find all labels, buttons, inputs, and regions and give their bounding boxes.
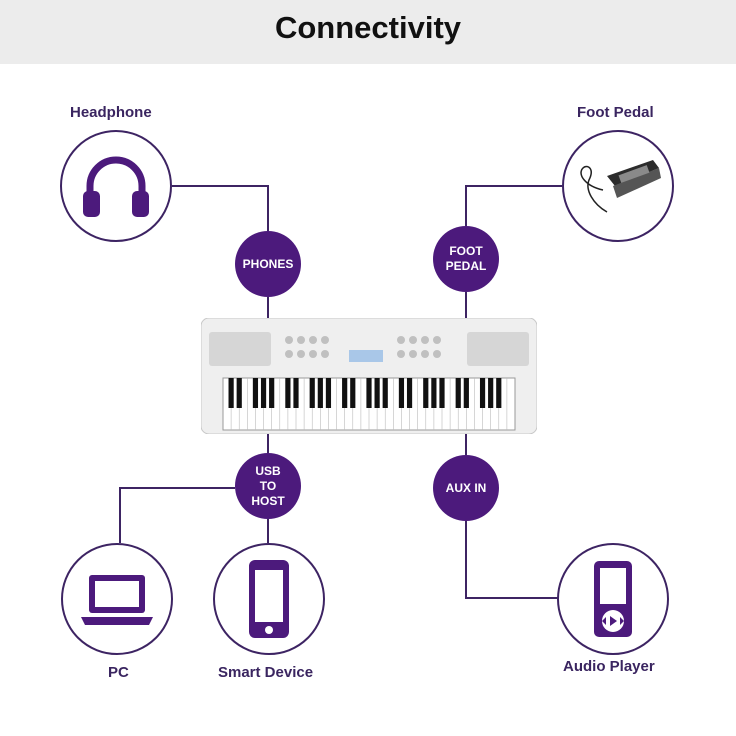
pc-connector (119, 487, 235, 543)
black-key (325, 378, 332, 408)
usb-to-host-port: USB TO HOST (235, 453, 301, 519)
title-band (0, 0, 736, 64)
black-key (439, 378, 445, 408)
usb-port-label-line3: HOST (251, 493, 285, 508)
smartphone-icon (249, 560, 289, 638)
black-key (350, 378, 356, 408)
black-key (293, 378, 299, 408)
headphone-icon (83, 156, 149, 217)
smart-device-circle (213, 543, 325, 655)
pc-label: PC (108, 664, 129, 681)
foot-pedal-port-label-line1: FOOT (449, 244, 483, 258)
audio-player-connector (465, 521, 558, 599)
black-key (398, 378, 405, 408)
audio-player-label: Audio Player (563, 658, 655, 675)
black-key (285, 378, 291, 408)
page-title: Connectivity (274, 10, 462, 45)
black-key (406, 378, 413, 408)
black-key (260, 378, 267, 408)
pc-circle (61, 543, 173, 655)
foot-pedal-circle (562, 130, 674, 242)
aux-in-port-label: AUX IN (445, 480, 487, 495)
usb-port-label-line1: USB (255, 463, 281, 478)
foot-pedal-label: Foot Pedal (577, 104, 654, 121)
aux-in-port: AUX IN (433, 455, 499, 521)
headphone-circle (60, 130, 172, 242)
phones-port: PHONES (235, 231, 301, 297)
keyboard-image (201, 318, 537, 434)
smart-device-label: Smart Device (218, 664, 314, 681)
black-key (342, 378, 348, 408)
headphone-connector (172, 185, 269, 231)
audio-player-icon (594, 561, 632, 637)
foot-pedal-icon (580, 160, 661, 213)
black-key (269, 378, 275, 408)
black-key (479, 378, 486, 408)
headphone-label: Headphone (70, 104, 152, 121)
black-key (496, 378, 502, 408)
foot-pedal-connector (465, 185, 562, 226)
black-key (228, 378, 234, 408)
black-key (309, 378, 315, 408)
black-key (252, 378, 259, 408)
phones-port-label: PHONES (242, 256, 294, 271)
foot-pedal-port-label-line2: PEDAL (445, 259, 487, 273)
audio-player-circle (557, 543, 669, 655)
black-key (317, 378, 323, 408)
black-key (423, 378, 429, 408)
black-key (455, 378, 461, 408)
black-key (463, 378, 469, 408)
black-key (366, 378, 372, 408)
foot-pedal-port: FOOT PEDAL (433, 226, 499, 292)
black-key (431, 378, 437, 408)
black-key (488, 378, 494, 408)
laptop-icon (81, 575, 153, 625)
black-key (374, 378, 380, 408)
black-key (236, 378, 242, 408)
black-key (382, 378, 388, 408)
usb-port-label-line2: TO (259, 478, 277, 493)
